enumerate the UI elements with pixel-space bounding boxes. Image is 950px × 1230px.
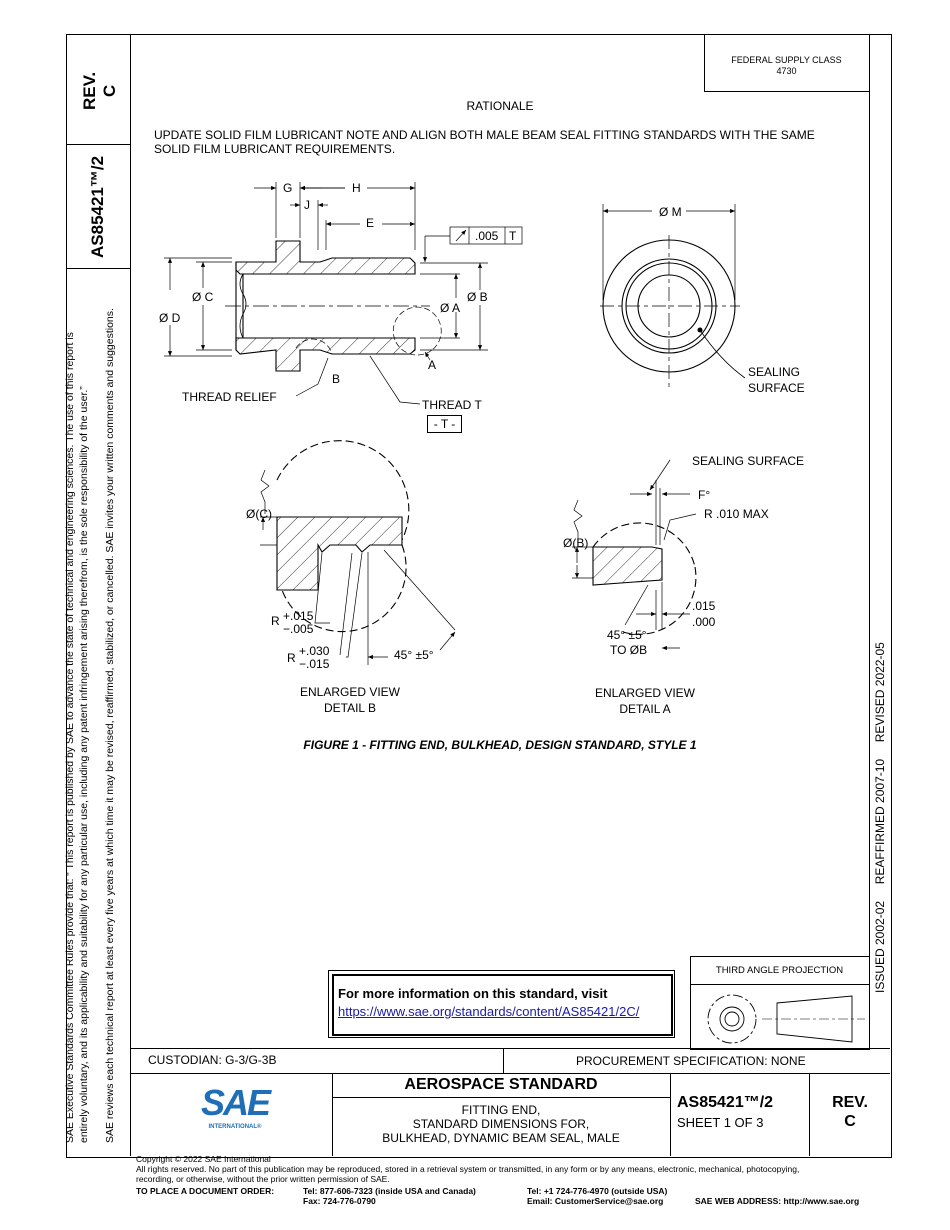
sealing-surface-top: SEALING SURFACE <box>692 454 805 468</box>
procurement-text: PROCUREMENT SPECIFICATION: NONE <box>576 1054 806 1068</box>
rev-divider <box>809 1073 811 1156</box>
copyright: Copyright © 2022 SAE International <box>136 1154 271 1164</box>
dim-g: G <box>283 181 293 195</box>
fsc-box <box>704 34 870 92</box>
rev-value: C <box>844 1113 856 1130</box>
custodian-text: CUSTODIAN: G-3/G-3B <box>148 1053 277 1067</box>
sae-logo-sub: INTERNATIONAL® <box>208 1124 262 1130</box>
standard-link[interactable]: https://www.sae.org/standards/content/AS… <box>338 1004 640 1019</box>
detail-b-title-2: DETAIL B <box>323 701 376 715</box>
thread-relief-label: THREAD RELIEF <box>182 390 277 404</box>
dim-e: E <box>366 216 375 230</box>
right-strip-divider <box>869 34 871 1048</box>
dim-d: Ø D <box>159 311 181 325</box>
dim-a: Ø A <box>440 301 461 315</box>
tol-datum: T <box>509 229 517 243</box>
dim-000: .000 <box>692 615 716 629</box>
r2-plus: +.030 <box>299 644 330 658</box>
left-rev-divider <box>66 144 130 146</box>
datum-t-box: - T - <box>427 415 462 433</box>
dim-h: H <box>352 181 361 195</box>
tel-intl: Tel: +1 724-776-4970 (outside USA) <box>527 1186 668 1196</box>
dim-b: Ø B <box>467 290 488 304</box>
detail-a-title-1: ENLARGED VIEW <box>594 686 696 700</box>
r1-letter: R <box>271 614 280 628</box>
angle-detail-b: 45° ±5° <box>394 648 434 662</box>
rev-label: REV. <box>832 1094 868 1111</box>
sealing-surface-2: SURFACE <box>748 381 805 395</box>
title-desc-3: BULKHEAD, DYNAMIC BEAM SEAL, MALE <box>382 1131 620 1145</box>
r1-plus: +.015 <box>283 609 314 623</box>
title-desc-1: FITTING END, <box>461 1103 541 1117</box>
to-b-label: TO ØB <box>610 643 648 657</box>
fax: Fax: 724-776-0790 <box>303 1196 376 1206</box>
fsc-value: 4730 <box>776 66 797 76</box>
docnum-divider <box>670 1073 672 1156</box>
r2-letter: R <box>287 651 296 665</box>
logo-divider <box>332 1073 334 1156</box>
thread-t-label: THREAD T <box>422 398 482 412</box>
left-doc-divider <box>66 268 130 270</box>
dim-m: Ø M <box>659 205 682 219</box>
title-block-mid <box>130 1073 890 1075</box>
sae-logo: SAE <box>200 1082 271 1123</box>
leader-a: A <box>428 358 437 372</box>
standard-title: AEROSPACE STANDARD <box>404 1076 598 1093</box>
info-box <box>328 970 675 1038</box>
figure-caption: FIGURE 1 - FITTING END, BULKHEAD, DESIGN… <box>303 738 697 752</box>
custodian-divider <box>503 1048 505 1073</box>
web-address[interactable]: SAE WEB ADDRESS: http://www.sae.org <box>695 1196 860 1206</box>
title-underline <box>332 1097 670 1099</box>
dim-015: .015 <box>692 599 716 613</box>
projection-box <box>690 956 870 1050</box>
title-block-top <box>130 1048 890 1050</box>
doc-number: AS85421™/2 <box>677 1094 774 1111</box>
email[interactable]: Email: CustomerService@sae.org <box>527 1196 664 1206</box>
rights-2: recording, or otherwise, without the pri… <box>136 1174 390 1184</box>
rationale-title: RATIONALE <box>466 99 534 113</box>
dim-j: J <box>304 198 310 212</box>
dim-b-ref: Ø(B) <box>563 536 589 550</box>
detail-b-title-1: ENLARGED VIEW <box>299 685 401 699</box>
rationale-text-2: SOLID FILM LUBRICANT REQUIREMENTS. <box>154 142 396 156</box>
detail-a-title-2: DETAIL A <box>619 702 671 716</box>
projection-label: THIRD ANGLE PROJECTION <box>715 965 844 976</box>
dim-c-ref: Ø(C) <box>246 507 272 521</box>
tol-value: .005 <box>475 229 499 243</box>
sealing-surface-1: SEALING <box>748 365 801 379</box>
dim-c: Ø C <box>192 290 214 304</box>
order-label: TO PLACE A DOCUMENT ORDER: <box>136 1186 275 1196</box>
left-column-divider <box>130 34 132 1156</box>
rights-1: All rights reserved. No part of this pub… <box>136 1164 800 1174</box>
radius-max: R .010 MAX <box>704 507 769 521</box>
title-desc-2: STANDARD DIMENSIONS FOR, <box>412 1117 590 1131</box>
tel-us: Tel: 877-606-7323 (inside USA and Canada… <box>303 1186 476 1196</box>
projection-divider <box>690 984 869 986</box>
rationale-text-1: UPDATE SOLID FILM LUBRICANT NOTE AND ALI… <box>154 128 815 142</box>
r2-minus: −.015 <box>299 657 330 671</box>
angle-f: F° <box>698 488 711 502</box>
fsc-label: FEDERAL SUPPLY CLASS <box>731 55 842 65</box>
r1-minus: −.005 <box>283 622 314 636</box>
leader-b: B <box>332 372 341 386</box>
info-box-title: For more information on this standard, v… <box>338 986 608 1001</box>
page-frame <box>66 34 892 1158</box>
info-box-inner <box>332 974 673 1036</box>
fitting-drawing <box>164 182 865 1044</box>
angle-detail-a: 45° ±5° <box>607 628 647 642</box>
sheet-number: SHEET 1 OF 3 <box>677 1115 764 1130</box>
